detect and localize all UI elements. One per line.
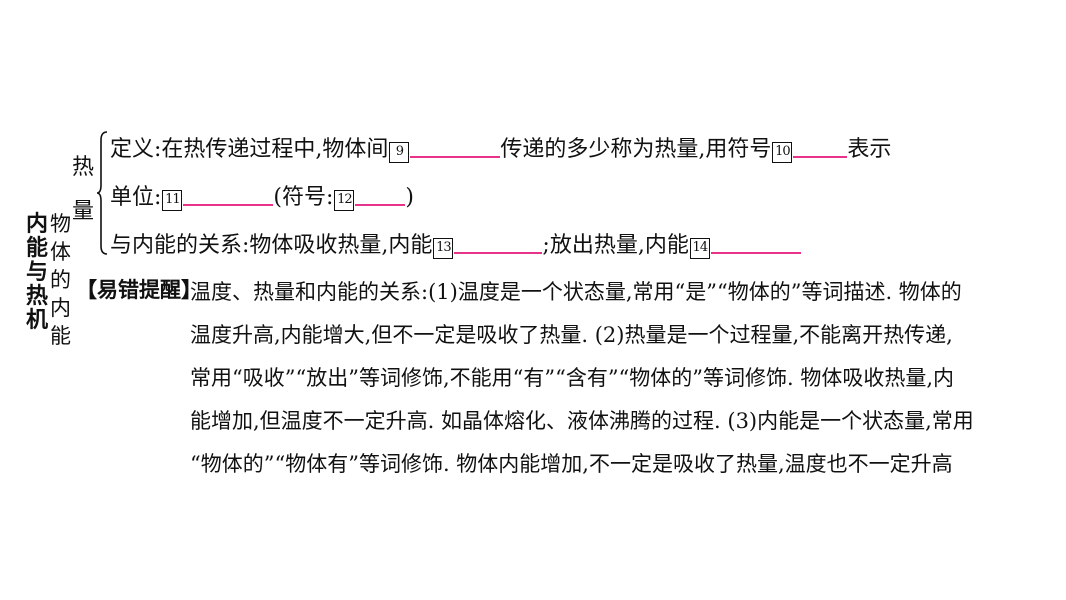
main-title-char: 能 xyxy=(26,236,49,261)
tip-line: “物体的”“物体有”等词修饰. 物体内能增加,不一定是吸收了热量,温度也不一定升… xyxy=(190,452,953,476)
line-text: (符号: xyxy=(273,185,334,210)
main-title-char: 内 xyxy=(26,212,49,237)
sub-title-char: 能 xyxy=(50,324,71,348)
heat-title-vertical: 热 量 xyxy=(72,157,94,245)
sub-title-vertical: 物 体 的 内 能 xyxy=(50,214,71,354)
tip-line: 常用“吸收”“放出”等词修饰,不能用“有”“含有”“物体的”等词修饰. 物体吸收… xyxy=(190,366,955,390)
line-text: 定义:在热传递过程中,物体间 xyxy=(110,137,389,162)
tip-line: 能增加,但温度不一定升高. 如晶体熔化、液体沸腾的过程. (3)内能是一个状态量… xyxy=(190,409,974,433)
tip-line: 温度升高,内能增大,但不一定是吸收了热量. (2)热量是一个过程量,不能离开热传… xyxy=(190,323,953,347)
answer-blank[interactable] xyxy=(710,232,801,254)
blank-number-badge: 11 xyxy=(162,190,183,211)
blank-number-badge: 10 xyxy=(772,142,793,163)
line-text: 传递的多少称为热量,用符号 xyxy=(500,137,772,162)
line-text: 表示 xyxy=(847,137,892,162)
heat-title-char: 量 xyxy=(72,199,95,224)
sub-title-char: 体 xyxy=(50,240,71,264)
main-title-char: 机 xyxy=(26,308,49,333)
blank-number-badge: 13 xyxy=(433,238,454,259)
sub-title-char: 内 xyxy=(50,296,71,320)
main-title-char: 热 xyxy=(26,284,49,309)
tip-line: 温度、热量和内能的关系:(1)温度是一个状态量,常用“是”“物体的”等词描述. … xyxy=(190,280,962,304)
answer-blank[interactable] xyxy=(793,136,848,158)
heat-title-char: 热 xyxy=(72,155,95,180)
line-text: 单位: xyxy=(110,185,162,210)
heat-unit-line: 单位:11 (符号:12) xyxy=(110,184,414,211)
error-tip-label: 【易错提醒】 xyxy=(76,278,202,302)
answer-blank[interactable] xyxy=(355,184,406,206)
main-title-char: 与 xyxy=(26,260,49,285)
line-text: 与内能的关系:物体吸收热量,内能 xyxy=(110,233,433,258)
answer-blank[interactable] xyxy=(183,184,274,206)
answer-blank[interactable] xyxy=(410,136,501,158)
answer-blank[interactable] xyxy=(454,232,543,254)
curly-brace-icon xyxy=(96,131,108,255)
blank-number-badge: 12 xyxy=(334,190,355,211)
blank-number-badge: 9 xyxy=(389,142,410,163)
sub-title-char: 的 xyxy=(50,268,71,292)
sub-title-char: 物 xyxy=(50,212,71,236)
line-text: ) xyxy=(405,185,415,210)
blank-number-badge: 14 xyxy=(689,238,710,259)
line-text: ;放出热量,内能 xyxy=(542,233,689,258)
main-title-vertical: 内 能 与 热 机 xyxy=(26,214,48,334)
